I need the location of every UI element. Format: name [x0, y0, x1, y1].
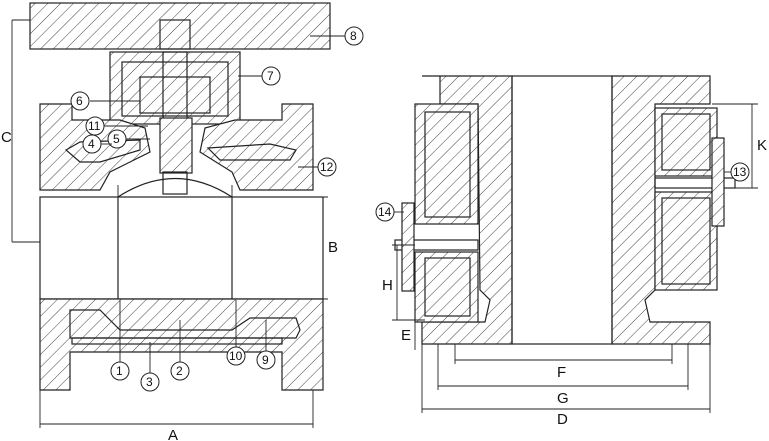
branch-right-flange	[711, 137, 725, 227]
valve-section-view: A C B	[1, 2, 338, 441]
callout-10-label: 10	[229, 349, 243, 363]
branch-left-upper-void	[424, 111, 471, 218]
callout-4-label: 4	[88, 137, 95, 151]
callout-14-label: 14	[378, 205, 392, 219]
callout-10	[226, 346, 246, 366]
callout-2	[170, 361, 190, 381]
dim-e-label: E	[401, 327, 411, 344]
flange-section-view: K H E F G D	[382, 75, 767, 428]
dim-c-label: C	[1, 129, 12, 146]
handle-lever	[29, 2, 331, 50]
callout-4	[82, 134, 102, 154]
branch-right-lower-void	[661, 197, 711, 285]
callout-13	[730, 162, 750, 182]
bracket-window	[121, 61, 229, 117]
callout-6-label: 6	[76, 94, 83, 108]
branch-left-flange	[401, 202, 415, 292]
body-upper-inner-right	[206, 143, 297, 161]
branch-right-stem	[654, 177, 736, 189]
branch-right-lower	[654, 191, 718, 291]
dim-g-label: G	[557, 390, 569, 407]
callout-1-label: 1	[116, 364, 123, 378]
callout-5	[107, 129, 127, 149]
stem-slot	[162, 171, 188, 195]
dim-b-label: B	[328, 239, 338, 256]
handle-boss	[159, 19, 191, 50]
body-upper-inner-left	[64, 139, 141, 163]
dim-a-label: A	[168, 427, 178, 441]
callout-1	[110, 361, 130, 381]
dim-k-label: K	[757, 137, 767, 154]
stem	[159, 117, 193, 174]
callout-3-label: 3	[146, 375, 153, 389]
callout-12	[317, 157, 337, 177]
dim-h-label: H	[382, 277, 393, 294]
flange-wall-right	[611, 75, 711, 345]
dim-f-label: F	[557, 364, 566, 381]
callout-2-label: 2	[176, 364, 183, 378]
callout-7-label: 7	[267, 69, 274, 83]
callout-12-label: 12	[320, 160, 334, 174]
callout-9-label: 9	[262, 353, 269, 367]
branch-left-lower-void	[424, 257, 471, 317]
bore-passage	[39, 196, 324, 300]
callout-14	[375, 202, 395, 222]
callout-7	[261, 66, 281, 86]
callout-8	[344, 26, 364, 46]
ball	[117, 177, 233, 320]
flange-bore	[511, 75, 613, 345]
branch-right-upper	[654, 107, 718, 177]
callout-9	[256, 350, 276, 370]
branch-right-upper-void	[661, 113, 711, 171]
callout-5-label: 5	[113, 132, 120, 146]
body-lower-plate	[71, 337, 283, 345]
body-upper-right	[199, 103, 314, 191]
callout-8-label: 8	[350, 29, 357, 43]
callout-13-label: 13	[733, 165, 747, 179]
callout-6	[70, 91, 90, 111]
dim-d-label: D	[557, 411, 568, 428]
callouts: 8 7 6 11 5 4 12 1 2	[70, 26, 750, 392]
gland-block	[139, 76, 211, 114]
callout-3	[140, 372, 160, 392]
callout-11-label: 11	[88, 119, 101, 133]
